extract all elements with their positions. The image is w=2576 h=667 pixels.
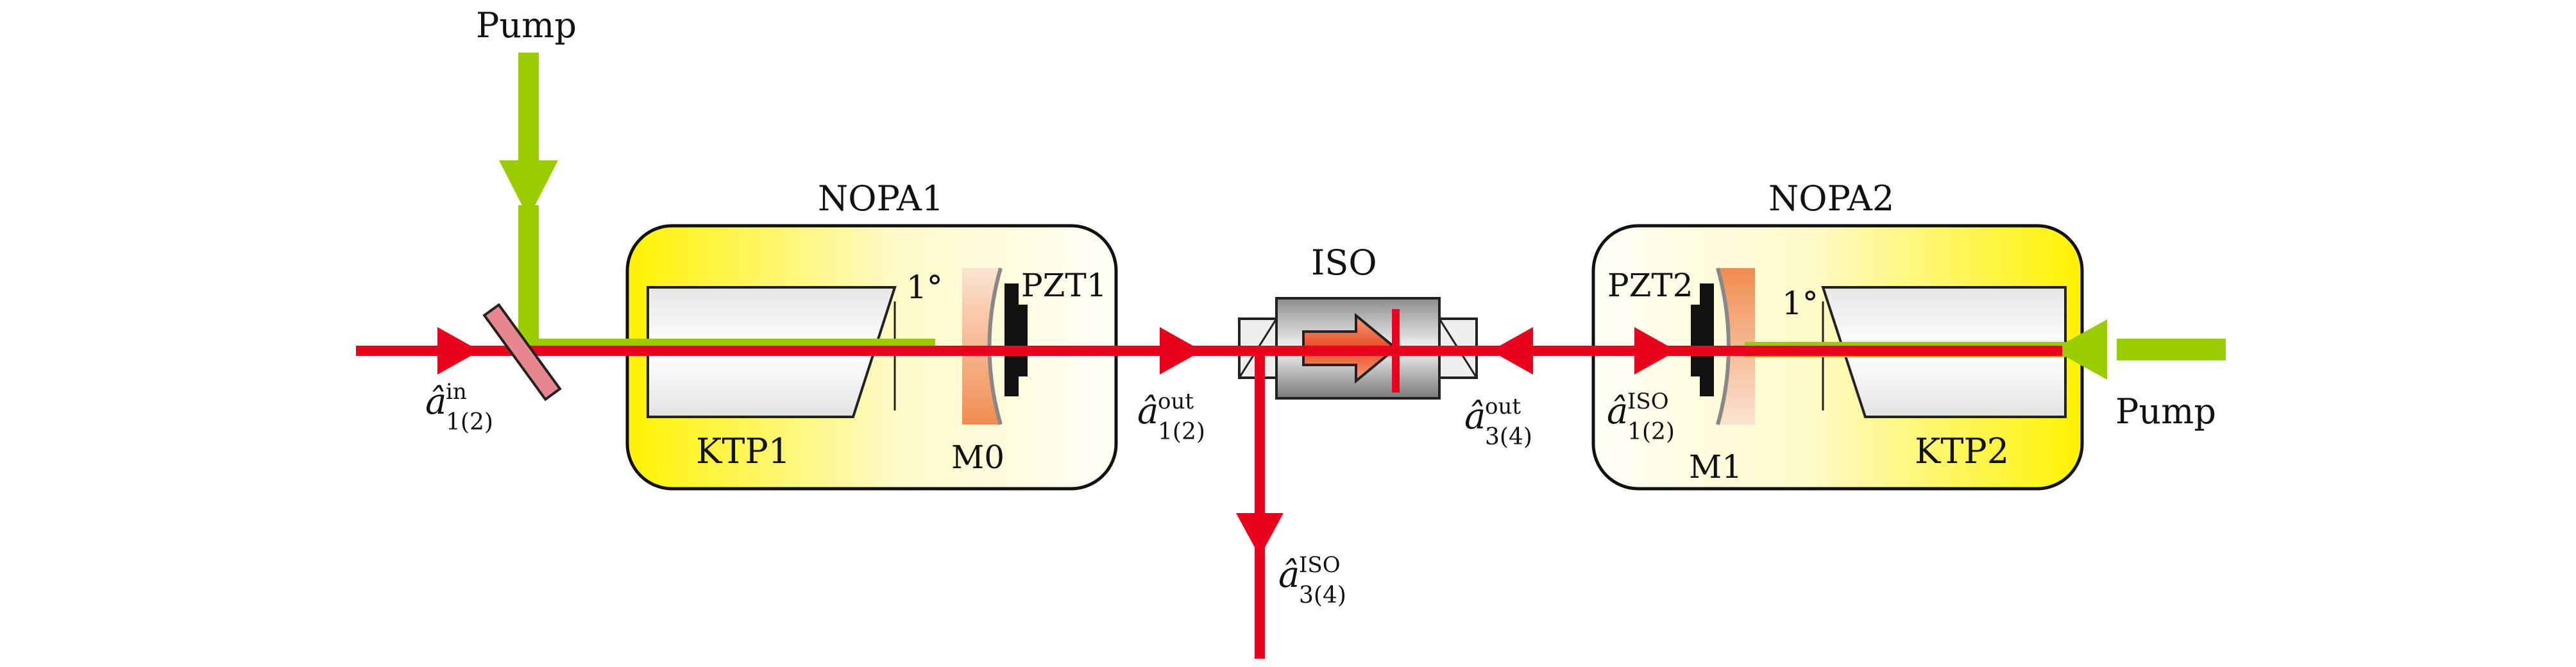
svg-text:â: â <box>1464 396 1486 437</box>
svg-text:out: out <box>1158 389 1194 414</box>
mode-label-a-in: â in 1(2) <box>425 379 493 435</box>
m0-label: M0 <box>951 439 1004 476</box>
mode-label-a-iso-12: â ISO 1(2) <box>1607 389 1675 445</box>
m1-label: M1 <box>1689 448 1742 485</box>
svg-text:â: â <box>1278 554 1300 596</box>
pzt2-actuator <box>1700 283 1714 396</box>
nopa1-title: NOPA1 <box>818 178 944 219</box>
pzt1-actuator <box>1004 283 1019 396</box>
svg-text:out: out <box>1485 394 1521 419</box>
ktp2-label: KTP2 <box>1915 431 2009 471</box>
svg-text:1(2): 1(2) <box>1627 419 1675 445</box>
pump-label-right: Pump <box>2115 391 2216 432</box>
angle-label-2: 1° <box>1782 285 1818 322</box>
svg-text:ISO: ISO <box>1299 552 1341 578</box>
svg-text:â: â <box>425 381 446 423</box>
mode-label-a-iso-34: â ISO 3(4) <box>1278 552 1346 609</box>
svg-text:3(4): 3(4) <box>1299 582 1346 609</box>
svg-text:â: â <box>1607 391 1628 432</box>
pzt1-label: PZT1 <box>1021 267 1107 304</box>
svg-text:3(4): 3(4) <box>1485 424 1532 450</box>
mode-label-a-out-34: â out 3(4) <box>1464 394 1532 450</box>
ktp1-label: KTP1 <box>696 431 790 471</box>
svg-text:1(2): 1(2) <box>1158 419 1205 445</box>
iso-title: ISO <box>1311 242 1377 283</box>
svg-text:â: â <box>1137 391 1158 432</box>
beam-splitter <box>482 303 562 401</box>
mode-label-a-out-12: â out 1(2) <box>1137 389 1205 445</box>
svg-text:1(2): 1(2) <box>446 409 493 435</box>
svg-text:in: in <box>446 379 467 405</box>
svg-text:ISO: ISO <box>1627 389 1669 414</box>
angle-label-1: 1° <box>906 269 943 306</box>
nopa2-title: NOPA2 <box>1768 178 1894 219</box>
pump-label-top: Pump <box>476 5 577 46</box>
pzt2-label: PZT2 <box>1607 267 1693 304</box>
